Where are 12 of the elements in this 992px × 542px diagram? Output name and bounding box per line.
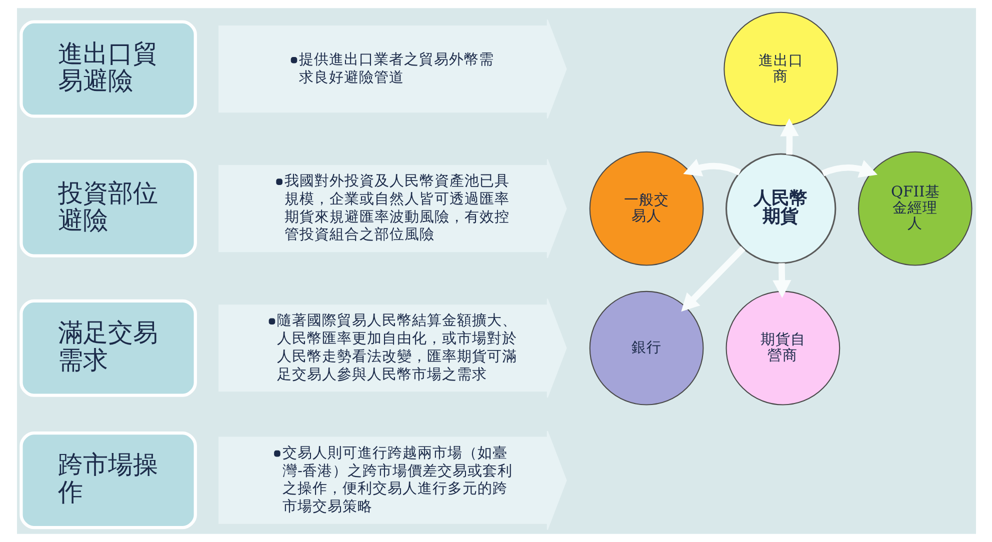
node-circle: 期貨自營商 — [725, 290, 840, 406]
arrow — [772, 263, 791, 298]
arrow — [821, 160, 878, 178]
arrow — [680, 246, 745, 312]
node-circle: 進出口商 — [723, 12, 838, 126]
arrow — [682, 158, 741, 176]
node-box: 跨市場操作 — [19, 432, 196, 530]
arrow — [780, 118, 798, 155]
node-box: 投資部位避險 — [19, 160, 196, 258]
node-box: 進出口貿易避險 — [19, 20, 196, 118]
node-circle: 人民幣期貨 — [725, 153, 836, 264]
node-box: 滿足交易需求 — [19, 299, 196, 397]
